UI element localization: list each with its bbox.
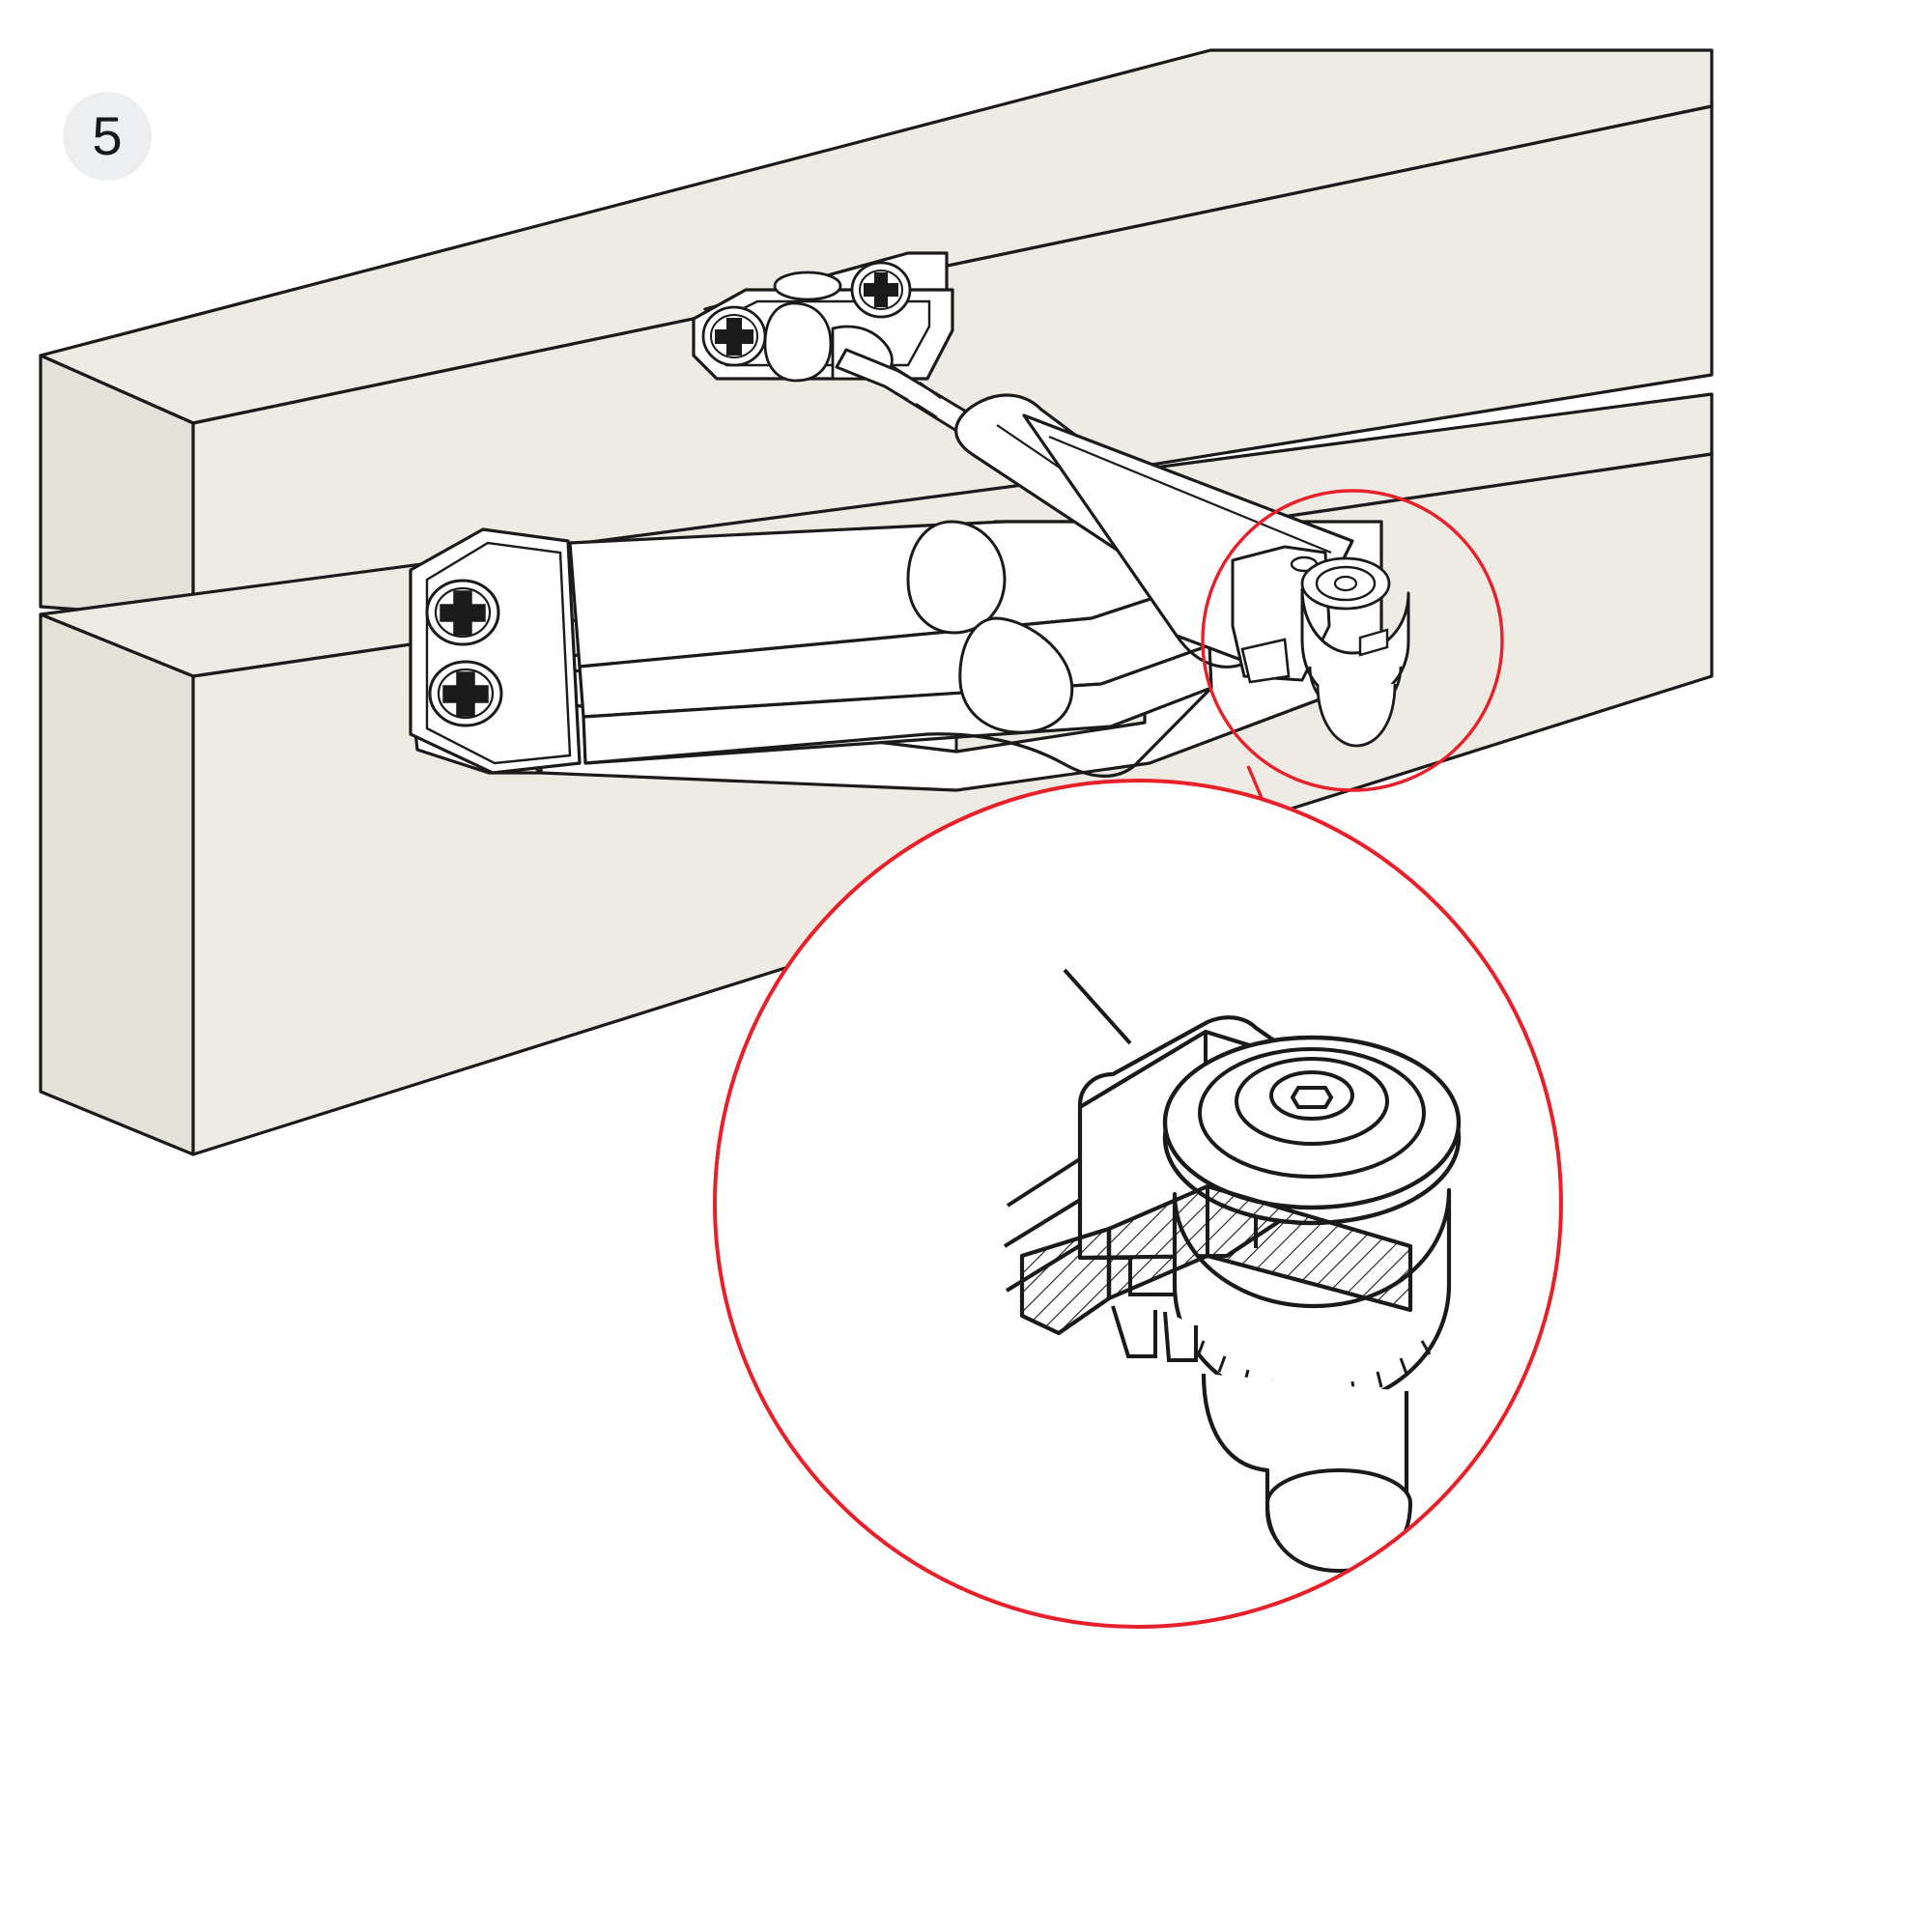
detail-contents — [715, 781, 1561, 1627]
roller-hub-socket — [1333, 575, 1358, 592]
step-number-label: 5 — [92, 105, 123, 166]
roller-tab-notch — [1358, 628, 1389, 657]
arm-ring-1 — [890, 363, 913, 381]
header-beam-front-face — [191, 104, 1714, 620]
screw-top-left — [701, 305, 767, 367]
screw-top-right — [850, 261, 912, 319]
source-detail-ring — [1201, 489, 1504, 792]
callout-source-circle — [1201, 489, 1504, 792]
mounting-plate-inner-edge — [425, 541, 572, 765]
bracket-knuckle — [763, 301, 833, 383]
detail-roller-hub — [1162, 1035, 1462, 1226]
arm-ring-2 — [919, 382, 942, 399]
closer-spindle-hump — [906, 520, 1074, 734]
detail-prong-left — [1111, 1305, 1157, 1358]
bracket-pivot-cap — [773, 270, 842, 301]
callout-detail-circle — [713, 779, 1563, 1629]
screw-body-lower — [428, 660, 503, 727]
detail-prong-right — [1163, 1311, 1198, 1362]
detail-shim-tab — [1019, 1226, 1112, 1336]
roller-foot — [1316, 683, 1397, 748]
detail-lower-prongs — [1111, 1305, 1198, 1362]
detail-hex-socket-icon — [1290, 1086, 1334, 1109]
door-frame-header — [39, 48, 1714, 620]
spindle-lower-boss — [958, 616, 1074, 734]
detail-shim-tab-face — [1019, 1226, 1112, 1336]
step-number-badge: 5 — [63, 92, 152, 181]
arm-ring-4 — [915, 402, 938, 419]
barrel-foot-profile — [584, 686, 1213, 778]
roller-side-plate — [1240, 638, 1291, 684]
spindle-boss — [906, 520, 1007, 635]
detail-circle-ring — [713, 779, 1563, 1629]
arm-flat-link-edge — [1048, 435, 1332, 555]
phillips-cross-icon — [442, 671, 489, 717]
phillips-cross-icon — [715, 318, 753, 356]
top-mounting-bracket — [692, 251, 954, 383]
mounting-plate-face — [409, 527, 582, 775]
phillips-cross-icon — [440, 590, 486, 636]
roller-assembly — [1231, 545, 1410, 748]
screw-body-upper — [425, 579, 500, 646]
phillips-cross-icon — [864, 272, 898, 307]
arm-ring-3 — [884, 384, 909, 402]
body-mounting-plate — [409, 527, 582, 775]
door-leaf-left-face — [39, 612, 195, 1156]
